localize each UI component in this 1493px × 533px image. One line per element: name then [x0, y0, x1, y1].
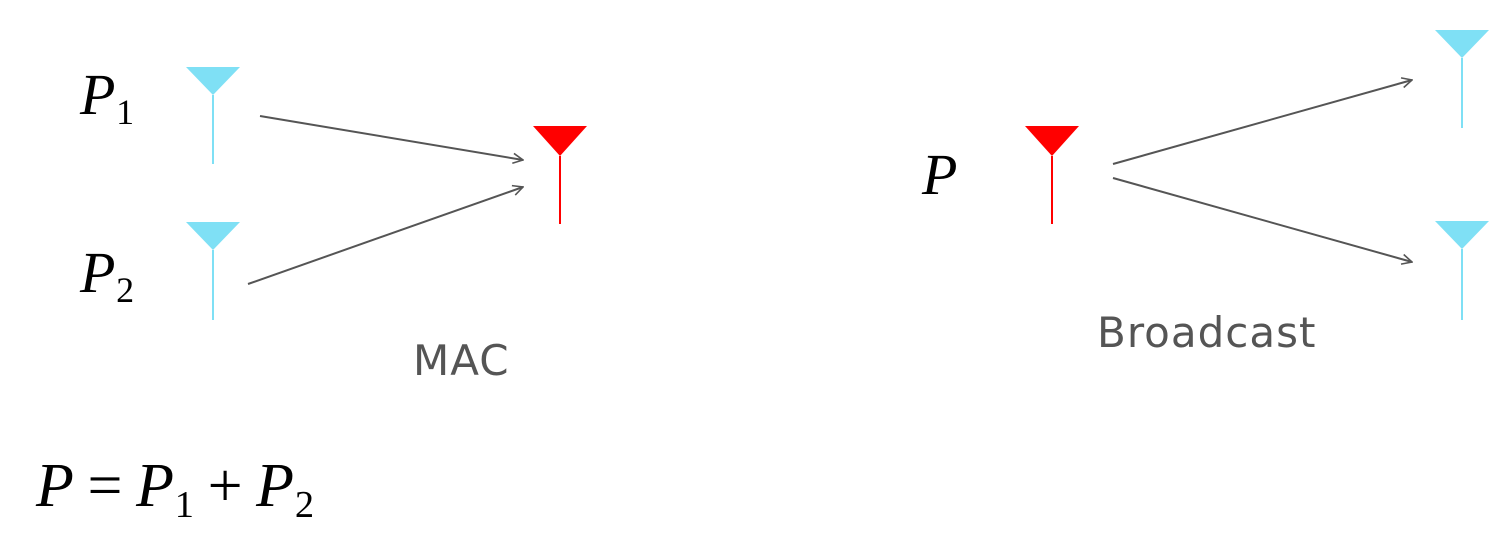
label-p1-subscript: 1 — [116, 92, 135, 133]
antenna-icon — [1025, 126, 1079, 224]
caption-broadcast: Broadcast — [1097, 308, 1317, 357]
label-p2-subscript: 2 — [116, 270, 135, 311]
equation-plus: + — [207, 452, 243, 520]
arrow-icon — [259, 115, 523, 160]
antenna-icon — [533, 126, 587, 224]
antenna-icon — [1435, 221, 1489, 320]
label-p1-symbol: P — [80, 62, 116, 127]
antenna-icon — [186, 67, 240, 164]
equation-lhs: P — [36, 452, 74, 520]
equation-term2-subscript: 2 — [294, 483, 315, 526]
equation-term1-symbol: P — [136, 452, 174, 520]
equation-term1-subscript: 1 — [174, 483, 194, 526]
equation-equals: = — [87, 452, 123, 520]
power-equation: P=P1+P2 — [36, 452, 314, 524]
label-p1: P1 — [80, 66, 134, 131]
antenna-icon — [186, 222, 240, 320]
label-p2: P2 — [80, 244, 134, 309]
arrow-icon — [1112, 177, 1412, 262]
arrow-icon — [1112, 80, 1412, 165]
label-p2-symbol: P — [80, 240, 116, 305]
antenna-icon — [1435, 30, 1489, 128]
label-p: P — [922, 146, 957, 204]
caption-mac: MAC — [413, 336, 510, 385]
arrow-icon — [247, 187, 523, 285]
equation-term2-symbol: P — [256, 452, 295, 520]
label-p-symbol: P — [922, 142, 958, 207]
